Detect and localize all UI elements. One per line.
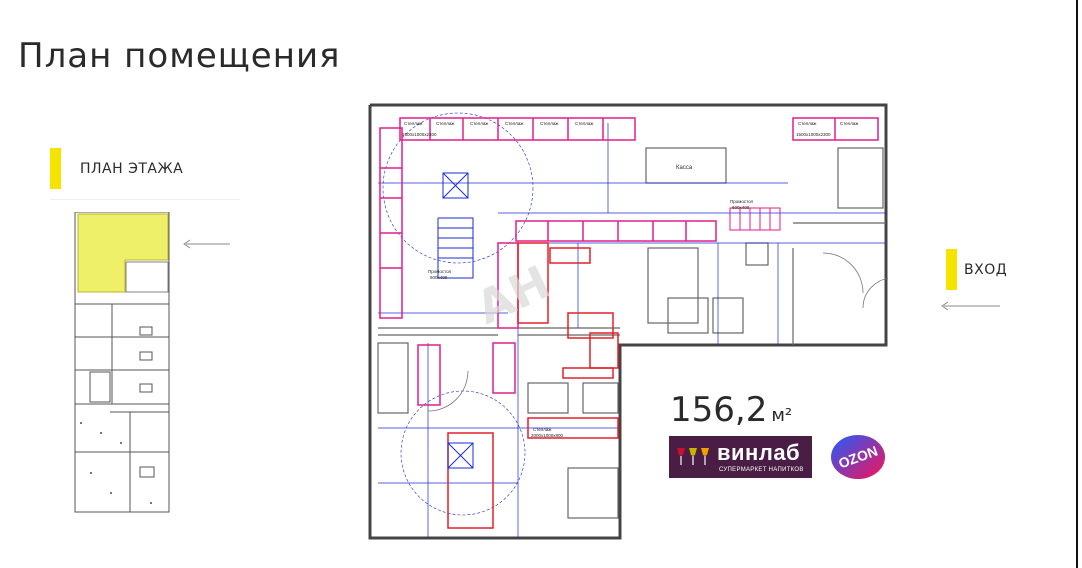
floor-plan-marker: [50, 148, 61, 189]
mini-map-highlight: [77, 213, 169, 293]
svg-text:Стеллаж: Стеллаж: [436, 121, 454, 126]
svg-text:600x400: 600x400: [430, 275, 448, 280]
svg-text:Стеллаж: Стеллаж: [798, 121, 816, 126]
ozon-logo: OZON: [831, 435, 885, 479]
svg-text:Стеллаж: Стеллаж: [470, 121, 488, 126]
entrance-label: ВХОД: [964, 262, 1008, 278]
svg-text:Промостол: Промостол: [428, 269, 452, 274]
floor-mini-map: [74, 212, 170, 513]
svg-text:Стеллаж: Стеллаж: [840, 121, 858, 126]
area-unit: м²: [771, 405, 793, 426]
svg-text:2000x1000x800: 2000x1000x800: [531, 433, 564, 438]
page-edge-line: [1076, 0, 1078, 568]
floor-plan-label: ПЛАН ЭТАЖА: [80, 161, 184, 177]
wine-glasses-icon: [677, 448, 709, 465]
svg-text:Стеллаж: Стеллаж: [505, 121, 523, 126]
vinlab-name: винлаб: [717, 440, 801, 465]
entrance-marker: [946, 249, 957, 290]
svg-text:600x400: 600x400: [732, 205, 750, 210]
plan-label-kassa: Касса: [676, 165, 693, 171]
svg-text:Стеллаж: Стеллаж: [575, 121, 593, 126]
page-title: План помещения: [18, 36, 341, 76]
svg-text:Стеллаж: Стеллаж: [540, 121, 558, 126]
svg-text:Стеллаж: Стеллаж: [404, 121, 422, 126]
mini-map-arrow: [183, 239, 230, 249]
vinlab-logo: винлаб СУПЕРМАРКЕТ НАПИТКОВ: [669, 436, 812, 478]
svg-text:1500x1000x2300: 1500x1000x2300: [402, 132, 437, 137]
svg-text:Промостол: Промостол: [730, 199, 754, 204]
svg-text:1500x1000x2300: 1500x1000x2300: [796, 132, 831, 137]
vinlab-tagline: СУПЕРМАРКЕТ НАПИТКОВ: [719, 467, 804, 473]
entrance-arrow: [941, 301, 1000, 311]
svg-text:Стеллаж: Стеллаж: [533, 427, 551, 432]
floor-plan-divider: [50, 199, 240, 200]
